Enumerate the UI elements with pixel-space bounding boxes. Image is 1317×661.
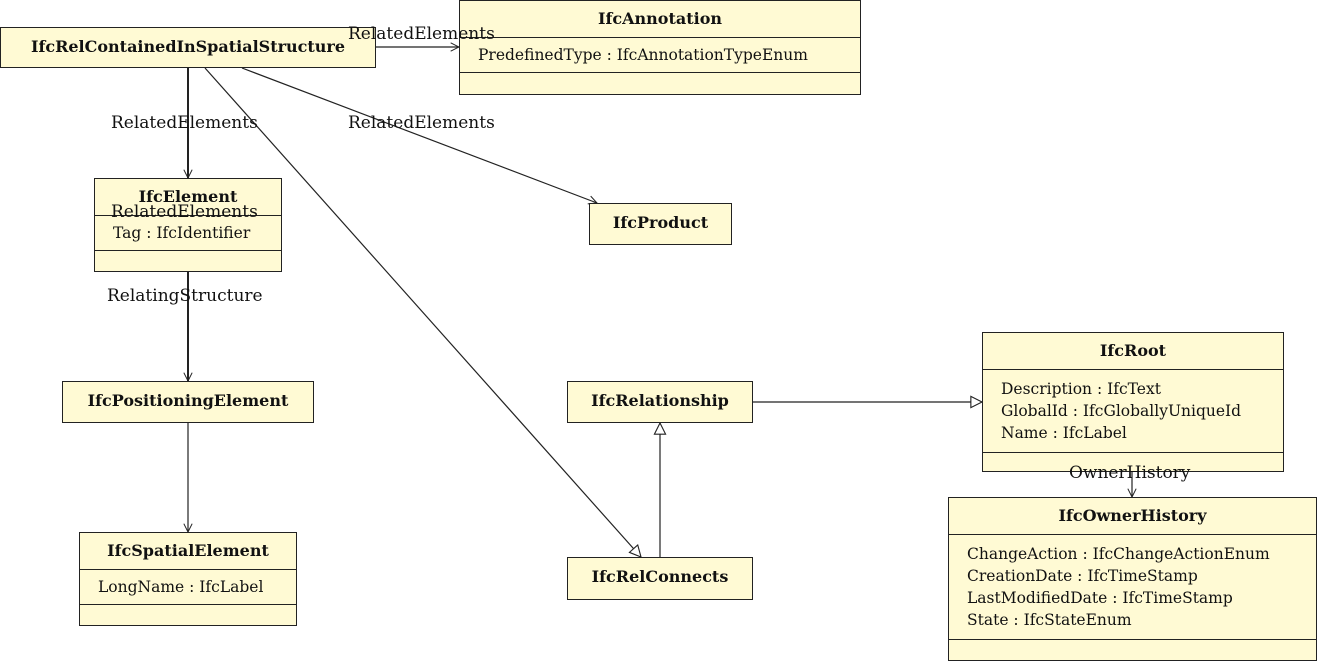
class-ifc-element[interactable]: IfcElement Tag : IfcIdentifier [94, 178, 282, 272]
class-name: IfcRelContainedInSpatialStructure [30, 37, 346, 56]
class-attributes: Description : IfcText GlobalId : IfcGlob… [983, 369, 1283, 452]
class-name: IfcRelConnects [591, 567, 729, 586]
class-ifc-rel-contained-in-spatial-structure[interactable]: IfcRelContainedInSpatialStructure [0, 27, 376, 68]
class-ifc-product[interactable]: IfcProduct [589, 203, 732, 245]
class-name: IfcRelationship [591, 391, 729, 410]
class-operations [95, 250, 281, 267]
class-name: IfcPositioningElement [87, 391, 289, 410]
edge-related-elements-product [241, 67, 597, 203]
class-name: IfcAnnotation [598, 9, 722, 28]
attribute: Name : IfcLabel [1001, 424, 1127, 442]
class-operations [80, 604, 296, 621]
attribute: Tag : IfcIdentifier [113, 224, 251, 242]
attribute: ChangeAction : IfcChangeActionEnum [967, 545, 1270, 563]
attribute: Description : IfcText [1001, 380, 1161, 398]
edge-label-related-elements: RelatedElements [111, 202, 258, 222]
edge-label-related-elements: RelatedElements [111, 113, 258, 133]
class-ifc-owner-history[interactable]: IfcOwnerHistory ChangeAction : IfcChange… [948, 497, 1317, 661]
class-operations [983, 452, 1283, 469]
class-ifc-spatial-element[interactable]: IfcSpatialElement LongName : IfcLabel [79, 532, 297, 626]
class-name: IfcOwnerHistory [1058, 506, 1207, 525]
attribute: CreationDate : IfcTimeStamp [967, 567, 1198, 585]
edge-label-relating-structure: RelatingStructure [107, 286, 263, 306]
class-name: IfcProduct [612, 213, 709, 232]
class-attributes: Tag : IfcIdentifier [95, 215, 281, 250]
attribute: GlobalId : IfcGloballyUniqueId [1001, 402, 1242, 420]
class-operations [460, 72, 860, 89]
attribute: LastModifiedDate : IfcTimeStamp [967, 589, 1233, 607]
attribute: State : IfcStateEnum [967, 611, 1132, 629]
edge-label-owner-history: OwnerHistory [1069, 463, 1191, 483]
attribute: PredefinedType : IfcAnnotationTypeEnum [478, 46, 808, 64]
class-ifc-rel-connects[interactable]: IfcRelConnects [567, 557, 753, 600]
class-attributes: PredefinedType : IfcAnnotationTypeEnum [460, 37, 860, 72]
class-ifc-relationship[interactable]: IfcRelationship [567, 381, 753, 423]
class-operations [949, 639, 1316, 656]
class-ifc-annotation[interactable]: IfcAnnotation PredefinedType : IfcAnnota… [459, 0, 861, 95]
class-name: IfcRoot [1099, 341, 1167, 360]
class-attributes: ChangeAction : IfcChangeActionEnum Creat… [949, 534, 1316, 639]
edge-label-related-elements: RelatedElements [348, 24, 495, 44]
attribute: LongName : IfcLabel [98, 578, 264, 596]
class-name: IfcSpatialElement [107, 541, 269, 560]
edge-label-related-elements: RelatedElements [348, 113, 495, 133]
class-ifc-positioning-element[interactable]: IfcPositioningElement [62, 381, 314, 423]
edge-related-elements-relconnects [204, 67, 641, 557]
class-attributes: LongName : IfcLabel [80, 569, 296, 604]
class-ifc-root[interactable]: IfcRoot Description : IfcText GlobalId :… [982, 332, 1284, 472]
class-name: IfcElement [138, 187, 238, 206]
